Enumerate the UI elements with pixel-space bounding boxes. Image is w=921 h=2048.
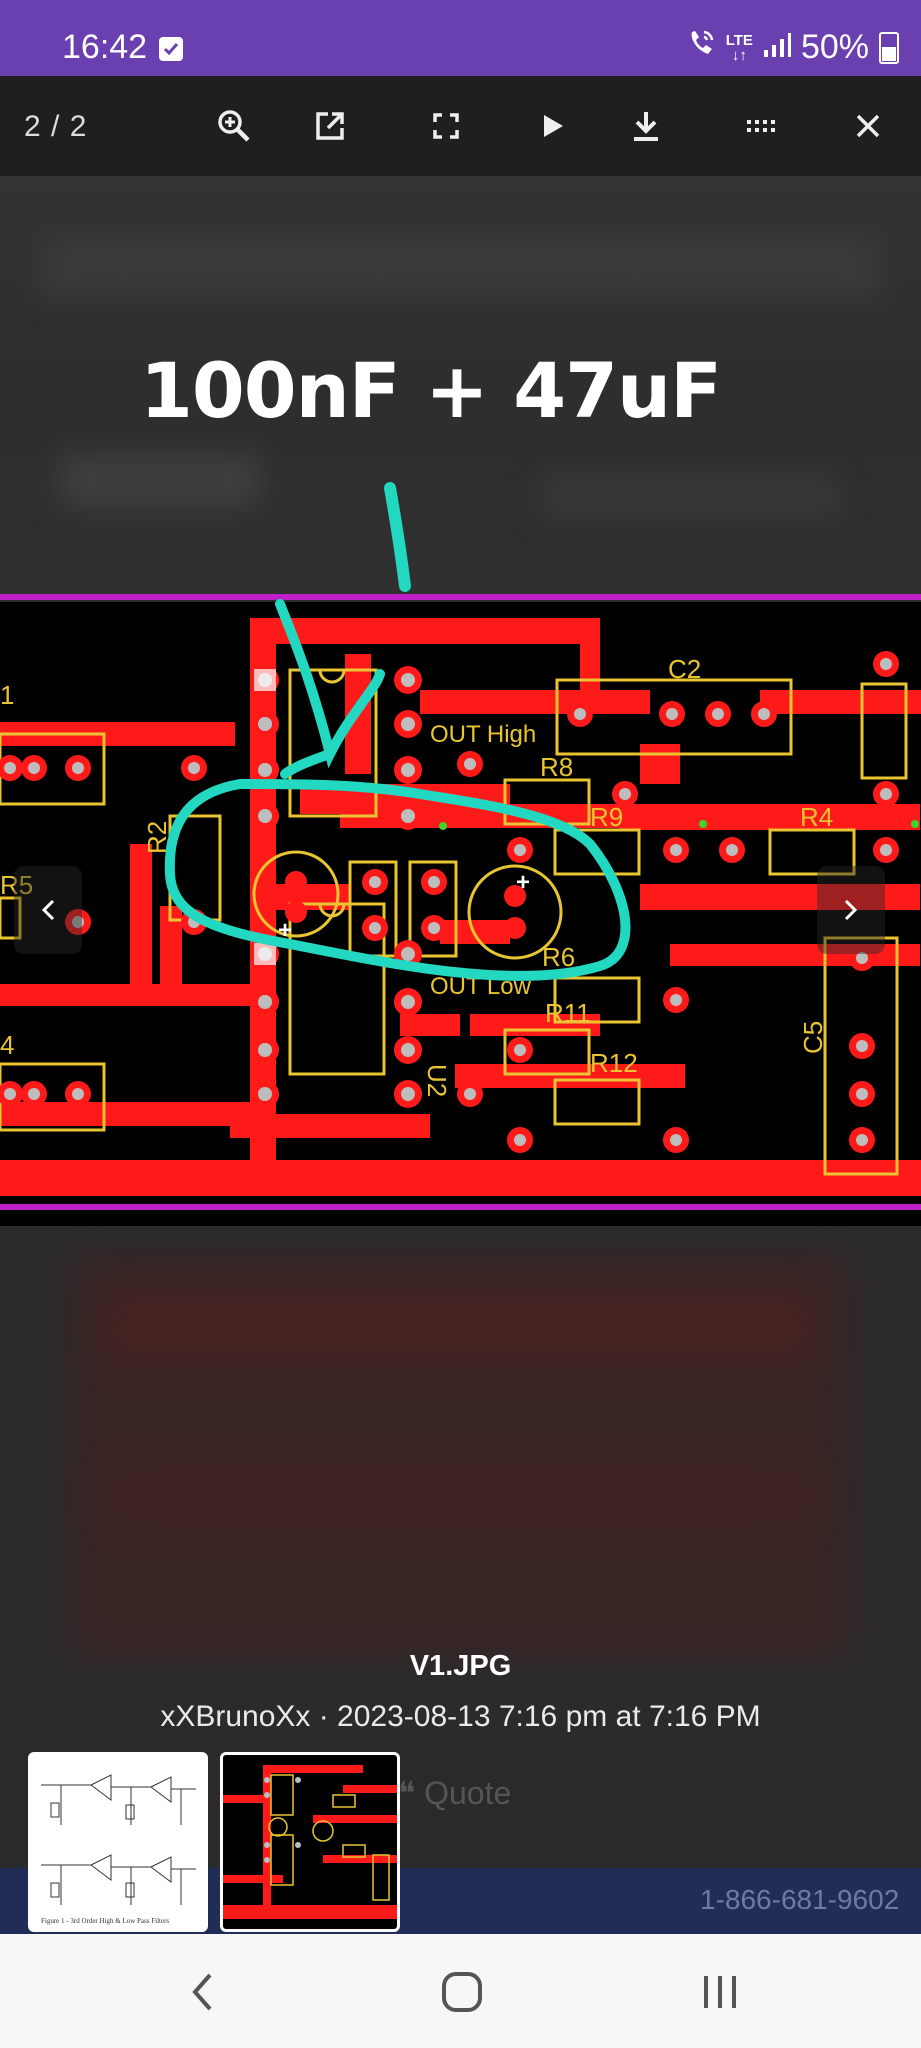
thumbnails-icon[interactable]	[736, 100, 788, 152]
zoom-in-icon[interactable]	[208, 100, 260, 152]
home-button[interactable]	[432, 1962, 492, 2022]
chevron-right-icon	[844, 899, 858, 921]
back-icon	[192, 1973, 212, 2011]
board-edge-top	[0, 594, 921, 600]
next-image-button[interactable]	[817, 866, 885, 954]
wifi-call-icon	[686, 28, 716, 67]
svg-text:R6: R6	[542, 942, 575, 972]
thumbnail-strip: ❝ Quote 1-866-681-9602 Figure 1 - 3rd Or…	[0, 1744, 921, 1934]
svg-text:Figure 1 - 3rd Order High & Lo: Figure 1 - 3rd Order High & Low Pass Fil…	[41, 1917, 169, 1925]
annotation-circle	[164, 599, 631, 981]
svg-text:U2: U2	[422, 1064, 452, 1097]
image-filename: V1.JPG	[409, 1650, 512, 1682]
signal-icon	[763, 28, 791, 67]
svg-text:R8: R8	[540, 752, 573, 782]
back-button[interactable]	[172, 1962, 232, 2022]
status-indicators: LTE↓↑ 50%	[686, 28, 899, 67]
svg-text:C5: C5	[798, 1021, 828, 1054]
close-icon[interactable]	[842, 100, 894, 152]
svg-text:R9: R9	[590, 802, 623, 832]
svg-text:R4: R4	[800, 802, 833, 832]
silkscreen	[0, 668, 908, 1176]
pcb-thumbnail-image	[223, 1765, 397, 1919]
svg-text:OUT High: OUT High	[430, 721, 536, 748]
home-icon	[442, 1972, 482, 2012]
previous-image-button[interactable]	[14, 866, 82, 954]
annotation-arrow	[384, 482, 411, 592]
battery-icon	[879, 31, 899, 64]
schematic-thumbnail-image: Figure 1 - 3rd Order High & Low Pass Fil…	[41, 1774, 196, 1925]
network-type: LTE↓↑	[725, 31, 753, 64]
image-meta: xXBrunoXx · 2023-08-13 7:16 pm at 7:16 P…	[160, 1700, 761, 1733]
play-icon[interactable]	[527, 100, 579, 152]
underlying-quote-text: ❝ Quote	[398, 1775, 512, 1811]
download-icon[interactable]	[620, 100, 672, 152]
chevron-left-icon	[41, 899, 55, 921]
status-bar: 16:42 LTE↓↑ 50%	[0, 0, 921, 76]
annotation-label: 100nF + 47uF	[140, 346, 722, 435]
recents-button[interactable]	[690, 1962, 750, 2022]
recents-icon	[704, 1976, 736, 2008]
system-navigation-bar	[0, 1934, 921, 2048]
svg-text:C2: C2	[668, 654, 701, 684]
image-counter: 2 / 2	[24, 110, 88, 143]
thumbnail-pcb[interactable]	[220, 1752, 400, 1932]
svg-text:R11: R11	[545, 998, 591, 1028]
battery-percent: 50%	[800, 28, 869, 66]
fullscreen-icon[interactable]	[420, 100, 472, 152]
svg-text:4: 4	[0, 1030, 14, 1060]
blurred-background-top	[0, 176, 921, 596]
svg-text:R12: R12	[590, 1048, 638, 1078]
svg-text:+: +	[278, 917, 292, 944]
viewer-toolbar: 2 / 2	[0, 76, 921, 176]
pcb-silkscreen-labels: C2 R8 R9 R4 R5 1 4 R6 R11 R12 OUT High O…	[0, 654, 833, 1097]
svg-text:1: 1	[0, 680, 14, 710]
thumbnail-schematic[interactable]: Figure 1 - 3rd Order High & Low Pass Fil…	[28, 1752, 208, 1932]
svg-text:R5: R5	[0, 870, 33, 900]
image-stage[interactable]: 100nF + 47uF	[0, 176, 921, 1750]
svg-text:+: +	[516, 869, 530, 896]
status-time: 16:42	[62, 28, 148, 66]
task-notification-icon	[159, 37, 183, 61]
underlying-phone-text: 1-866-681-9602	[700, 1884, 900, 1915]
open-external-icon[interactable]	[304, 100, 356, 152]
board-edge-bottom	[0, 1204, 921, 1210]
blurred-background-bottom	[0, 1226, 921, 1750]
